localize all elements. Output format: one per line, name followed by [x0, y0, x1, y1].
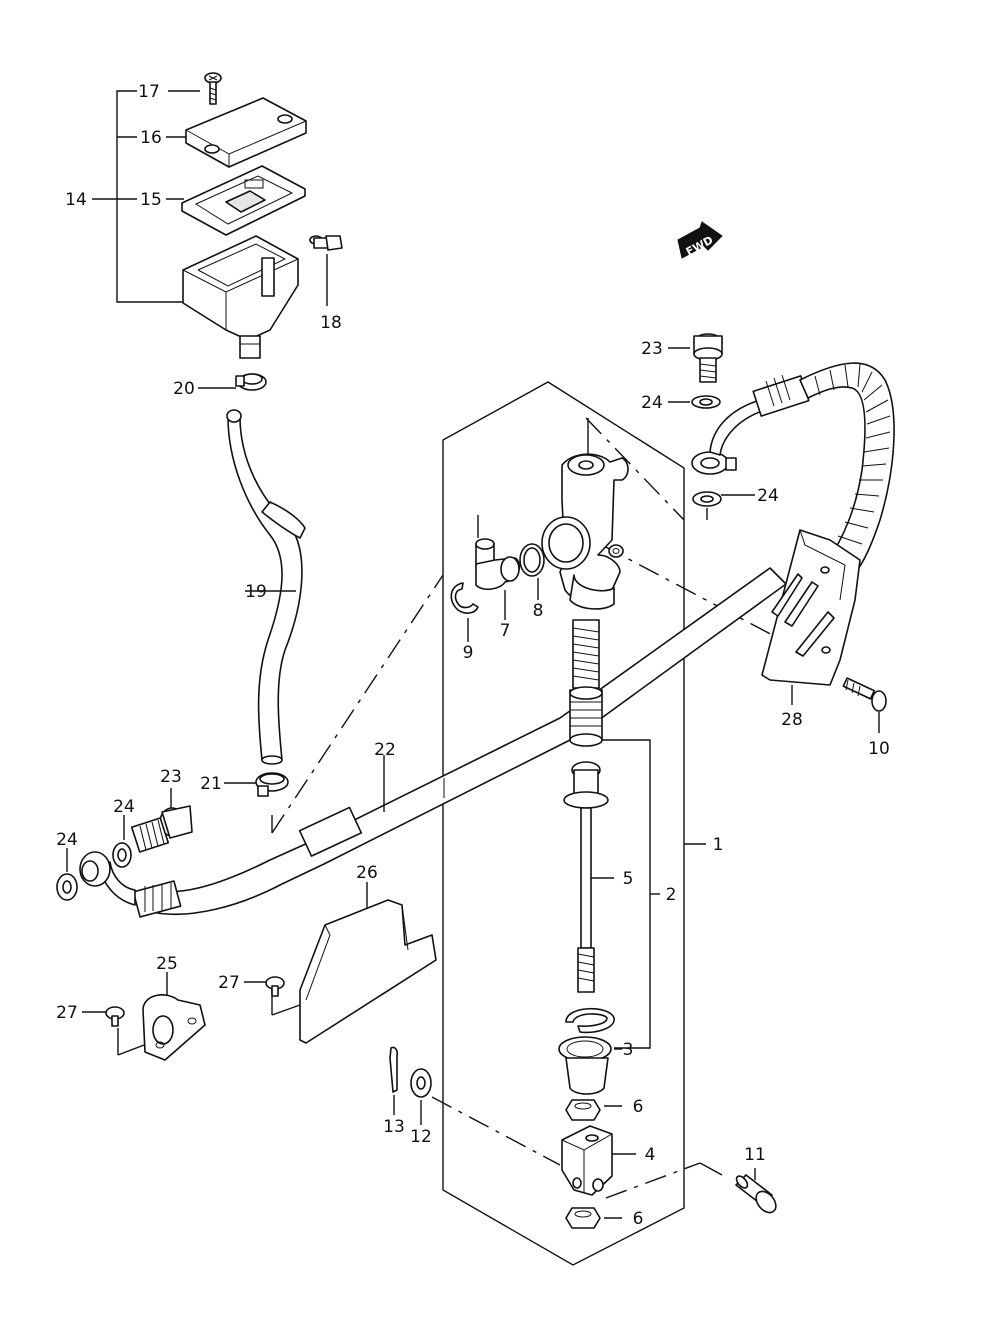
callout-25: 25 [156, 954, 178, 974]
callout-17: 17 [138, 82, 160, 102]
master-cylinder-body [541, 418, 629, 610]
callout-27-left: 27 [56, 1003, 78, 1023]
hose-bracket [761, 529, 861, 705]
callout-23-upper: 23 [641, 339, 663, 359]
lock-nut-lower [565, 1207, 601, 1229]
joint-circlip [450, 582, 479, 642]
banjo-bolt-lower [130, 788, 193, 853]
callout-7: 7 [500, 621, 511, 641]
callout-23-lower: 23 [160, 767, 182, 787]
push-rod-boot [558, 1036, 612, 1095]
leader-lines [117, 417, 779, 1199]
push-rod [563, 761, 614, 993]
guard-screw [244, 976, 285, 997]
clevis-pin [735, 1168, 777, 1214]
callout-11: 11 [744, 1145, 766, 1165]
reservoir-cap [166, 97, 307, 168]
sealing-washer-upper-1 [668, 395, 721, 409]
callout-3: 3 [623, 1040, 634, 1060]
hose-clamp-bracket [142, 972, 206, 1061]
joint-o-ring [519, 543, 545, 600]
callout-21: 21 [200, 774, 222, 794]
callout-27-right: 27 [218, 973, 240, 993]
reservoir-hose [226, 409, 306, 765]
callout-2: 2 [666, 885, 677, 905]
hose-protector-sleeve [799, 362, 895, 579]
sealing-washer-lower-2 [56, 848, 78, 901]
reservoir-group-bracket [92, 90, 184, 303]
brake-pipe-upper [691, 374, 810, 475]
hose-guard [299, 882, 437, 1044]
rod-clevis [561, 1125, 613, 1196]
callout-leaders-inside [604, 1048, 636, 1219]
callout-19: 19 [245, 582, 267, 602]
hose-clamp-lower [224, 772, 289, 833]
lock-nut-upper [565, 1099, 601, 1121]
reservoir-joint [475, 515, 521, 620]
sealing-washer-upper-2 [692, 491, 755, 520]
brake-fluid-reservoir [182, 235, 299, 359]
bracket-screw-left [82, 1006, 125, 1027]
callout-24-upper-1: 24 [641, 393, 663, 413]
brake-hose [79, 567, 787, 918]
callout-5: 5 [623, 869, 634, 889]
callout-1: 1 [713, 835, 724, 855]
callout-6-lower: 6 [633, 1209, 644, 1229]
callout-12: 12 [410, 1127, 432, 1147]
reservoir-diaphragm-plate [166, 165, 306, 236]
callout-13: 13 [383, 1117, 405, 1137]
callout-24-upper-2: 24 [757, 486, 779, 506]
fwd-arrow-icon: FWD [677, 221, 723, 259]
callout-28: 28 [781, 710, 803, 730]
callout-22: 22 [374, 740, 396, 760]
callout-8: 8 [533, 601, 544, 621]
clevis-washer [410, 1068, 432, 1125]
callout-4: 4 [645, 1145, 656, 1165]
return-spring [572, 619, 600, 689]
callout-26: 26 [356, 863, 378, 883]
assembly-outline [442, 381, 706, 1266]
callout-24-lower-1: 24 [113, 797, 135, 817]
hose-clamp-upper [198, 373, 267, 391]
callout-labels: 17 16 14 15 18 20 19 22 21 23 24 24 26 2… [56, 82, 890, 1229]
callout-20: 20 [173, 379, 195, 399]
callout-10: 10 [868, 739, 890, 759]
callout-6-upper: 6 [633, 1097, 644, 1117]
callout-15: 15 [140, 190, 162, 210]
reservoir-bolt [309, 235, 343, 306]
cylinder-piston [569, 686, 660, 1049]
snap-ring [565, 1007, 615, 1034]
cotter-pin [389, 1046, 398, 1115]
banjo-bolt-upper [668, 333, 723, 383]
callout-24-lower-2: 24 [56, 830, 78, 850]
callout-16: 16 [140, 128, 162, 148]
callout-18: 18 [320, 313, 342, 333]
callout-14: 14 [65, 190, 87, 210]
callout-9: 9 [463, 643, 474, 663]
reservoir-cap-screw [168, 72, 222, 105]
sealing-washer-lower-1 [112, 815, 132, 868]
bracket-bolt [842, 677, 887, 733]
